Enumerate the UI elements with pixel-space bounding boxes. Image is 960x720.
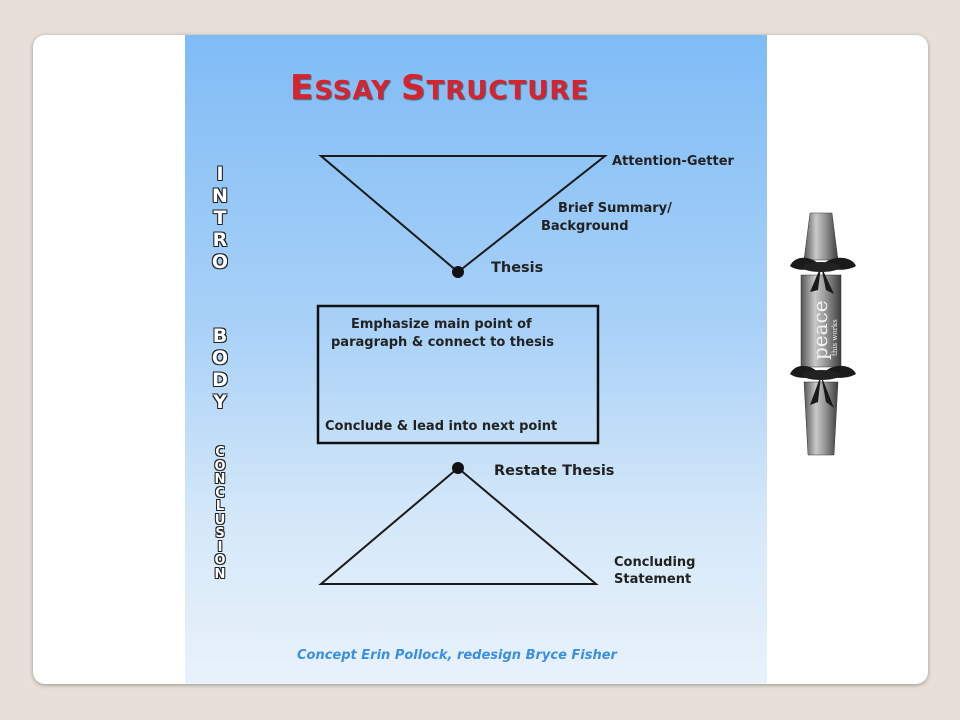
cracker-subtext: this works — [831, 319, 839, 356]
title-initial-e: E — [290, 68, 315, 108]
body-main-point-label: Emphasize main point of — [351, 317, 532, 332]
conclusion-letter: O — [214, 458, 226, 474]
intro-section-label: I N T R O — [205, 163, 235, 273]
intro-letter: N — [212, 185, 228, 207]
peace-cracker-image: peace this works — [790, 212, 856, 456]
title-rest-tructure: TRUCTURE — [426, 76, 590, 106]
conclusion-letter: S — [215, 526, 225, 541]
intro-letter: I — [216, 163, 224, 185]
statement-label: Statement — [614, 572, 692, 587]
intro-letter: R — [212, 229, 228, 251]
conclusion-letter: N — [214, 472, 226, 487]
background-label: Background — [541, 219, 629, 234]
attention-getter-label: Attention-Getter — [612, 154, 734, 169]
thesis-label: Thesis — [491, 260, 544, 276]
conclusion-section-label: C O N C L U S I O N — [208, 446, 232, 581]
body-letter: B — [212, 325, 228, 347]
concluding-label: Concluding — [614, 555, 696, 570]
conclusion-pyramid-triangle — [318, 466, 599, 585]
conclusion-letter: C — [215, 485, 225, 501]
body-paragraph-box — [316, 304, 600, 445]
cracker-peace-text: peace — [808, 300, 832, 360]
conclusion-letter: N — [214, 566, 226, 582]
body-letter: D — [212, 369, 228, 391]
title-initial-s: S — [401, 68, 427, 108]
intro-letter: T — [213, 207, 227, 229]
intro-funnel-triangle — [318, 155, 608, 274]
conclusion-letter: I — [217, 539, 223, 555]
restate-thesis-label: Restate Thesis — [494, 463, 615, 479]
title-rest-ssay: SSAY — [314, 76, 402, 106]
body-connect-thesis-label: paragraph & connect to thesis — [331, 335, 554, 350]
intro-letter: O — [211, 251, 229, 273]
body-letter: O — [211, 347, 229, 369]
brief-summary-label: Brief Summary/ — [558, 201, 672, 216]
diagram-title: ESSAY STRUCTURE — [290, 68, 589, 108]
restate-thesis-point-marker — [452, 462, 464, 474]
conclusion-letter: U — [214, 512, 226, 528]
body-letter: Y — [213, 391, 227, 413]
diagram-background — [185, 35, 767, 684]
conclusion-letter: C — [215, 445, 225, 460]
conclusion-letter: L — [215, 499, 225, 514]
thesis-point-marker — [452, 266, 464, 278]
conclusion-letter: O — [214, 553, 226, 568]
body-section-label: B O D Y — [205, 325, 235, 413]
diagram-credit: Concept Erin Pollock, redesign Bryce Fis… — [297, 648, 617, 663]
body-conclude-label: Conclude & lead into next point — [325, 419, 558, 434]
